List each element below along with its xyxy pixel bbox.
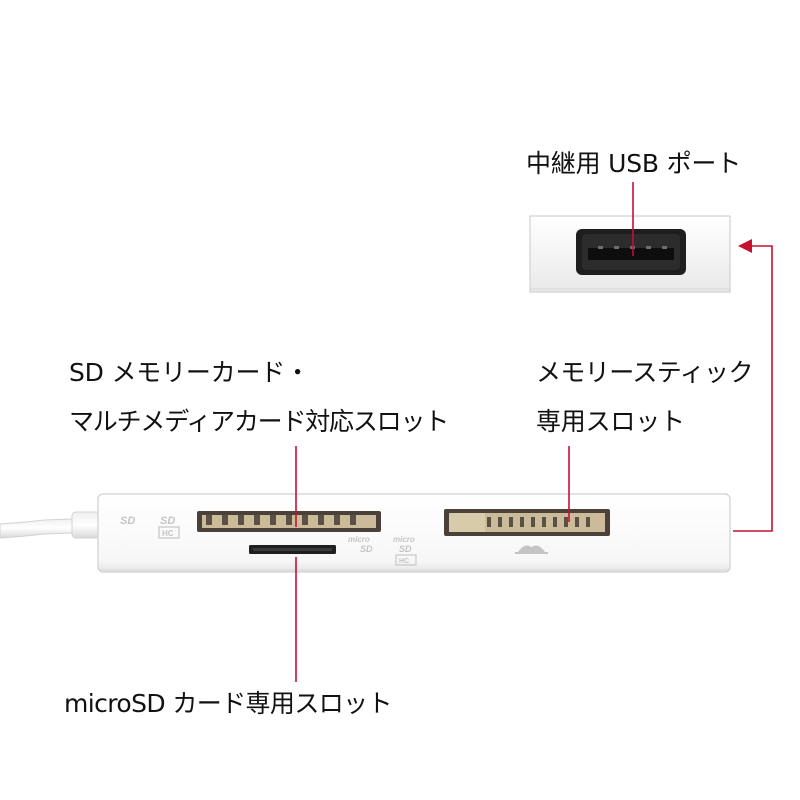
memory-stick-slot	[444, 509, 610, 536]
microsd-slot-label: microSD カード専用スロット	[64, 689, 393, 718]
sd-slot-label-line1: SD メモリーカード・	[69, 358, 310, 387]
ms-slot-label-line1: メモリースティック	[536, 358, 753, 387]
micro-text: micro	[348, 535, 370, 544]
callout-body-to-port-line	[733, 245, 773, 532]
card-reader-body	[97, 493, 731, 573]
sdhc-logo-text: SD	[160, 515, 175, 527]
microsd-text: SD	[360, 544, 373, 554]
callout-lines	[295, 182, 773, 682]
sd-slot-contacts	[206, 515, 356, 525]
usb-cable	[0, 511, 101, 539]
sd-slot-label-line2: マルチメディアカード対応スロット	[69, 407, 449, 436]
sdhc-hc-text: HC	[162, 529, 174, 538]
sd-logo-text: SD	[120, 515, 135, 527]
memory-stick-logo-icon	[515, 545, 548, 554]
microsdhc-hc-text: HC	[399, 558, 409, 565]
sd-logo-icon: SD	[120, 515, 135, 527]
ms-slot-label-line2: 専用スロット	[536, 407, 685, 436]
sd-mmc-slot	[197, 511, 381, 532]
ms-slot-contacts	[487, 517, 590, 527]
microsd-logo-icon: micro SD	[348, 535, 373, 554]
usb-relay-port	[529, 215, 731, 293]
callout-arrowhead	[738, 239, 752, 253]
micro-text-2: micro	[393, 535, 415, 544]
usb-port-label: 中継用 USB ポート	[526, 149, 742, 178]
microsdhc-logo-icon: micro SD HC	[393, 535, 417, 566]
sdhc-logo-icon: SD HC	[158, 515, 180, 539]
microsd-slot	[249, 545, 336, 554]
microsdhc-sd-text: SD	[399, 544, 412, 554]
